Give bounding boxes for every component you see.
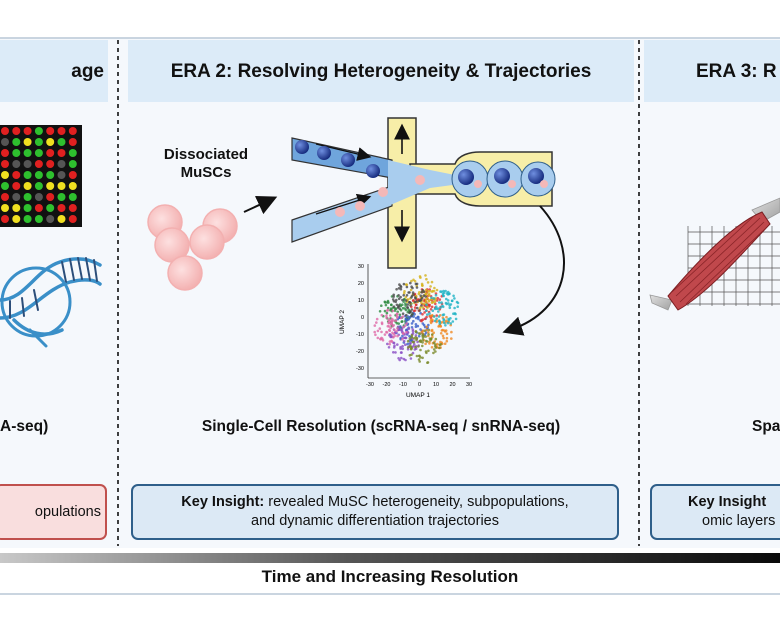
era2-key-insight-box: Key Insight: revealed MuSC heterogeneity… xyxy=(131,484,619,540)
cells-label-line2: MuSCs xyxy=(180,164,232,181)
panels-background xyxy=(0,38,780,548)
umap-x-tick: 10 xyxy=(433,382,439,388)
chip-to-umap-arrow xyxy=(502,205,565,336)
era1-header-strip xyxy=(0,40,108,102)
umap-xlabel: UMAP 1 xyxy=(406,392,430,399)
era1-insight-text: opulations xyxy=(34,503,101,520)
era3-header-strip xyxy=(644,40,780,102)
dissociated-muscs-label: Dissociated MuSCs xyxy=(136,146,276,182)
era3-insight-line1: Key Insight xyxy=(688,494,767,510)
umap-y-tick: -10 xyxy=(356,332,364,338)
umap-plot: -30 -20 -10 0 10 20 30 30 20 10 0 -10 -20 -30 UMAP 1… xyxy=(339,264,472,399)
time-resolution-gradient-bar xyxy=(0,553,780,563)
era3-insight-line2: omic layers xyxy=(702,513,776,529)
umap-y-tick: -20 xyxy=(356,349,364,355)
umap-x-tick: 0 xyxy=(418,382,421,388)
umap-x-tick: -20 xyxy=(383,382,391,388)
umap-ylabel: UMAP 2 xyxy=(339,310,346,334)
umap-x-tick: 30 xyxy=(466,382,472,388)
umap-x-tick: -10 xyxy=(399,382,407,388)
umap-y-tick: 20 xyxy=(358,281,364,287)
era2-insight-line2: and dynamic differentiation trajectories xyxy=(251,513,499,529)
era2-insight-line1: Key Insight: revealed MuSC heterogeneity… xyxy=(181,494,569,510)
umap-x-tick: 20 xyxy=(449,382,455,388)
era1-title: age xyxy=(71,61,104,82)
cells-label-line1: Dissociated xyxy=(163,146,249,163)
dissociated-musc-cells xyxy=(147,204,238,291)
umap-y-tick: 30 xyxy=(358,264,364,270)
era1-method: A-seq) xyxy=(0,418,49,435)
era2-method: Single-Cell Resolution (scRNA-seq / snRN… xyxy=(201,418,561,435)
umap-y-tick: 10 xyxy=(358,298,364,304)
cells-to-chip-arrow xyxy=(243,195,278,215)
era3-title: ERA 3: R xyxy=(696,61,777,82)
umap-y-tick: 0 xyxy=(361,315,364,321)
umap-y-tick: -30 xyxy=(356,366,364,372)
era3-key-insight-box: Key Insight omic layers xyxy=(650,484,780,540)
time-and-resolution-caption: Time and Increasing Resolution xyxy=(261,567,519,586)
era2-title: ERA 2: Resolving Heterogeneity & Traject… xyxy=(170,61,592,82)
microfluidic-droplet-chip xyxy=(291,117,556,269)
era1-key-insight-box: opulations xyxy=(0,484,107,540)
dna-strand-illustration xyxy=(0,257,102,348)
spatial-muscle-illustration xyxy=(649,197,780,311)
era3-method: Spa xyxy=(752,418,780,435)
microarray-chip-illustration xyxy=(0,125,82,227)
umap-x-tick: -30 xyxy=(366,382,374,388)
era2-header-strip xyxy=(128,40,634,102)
